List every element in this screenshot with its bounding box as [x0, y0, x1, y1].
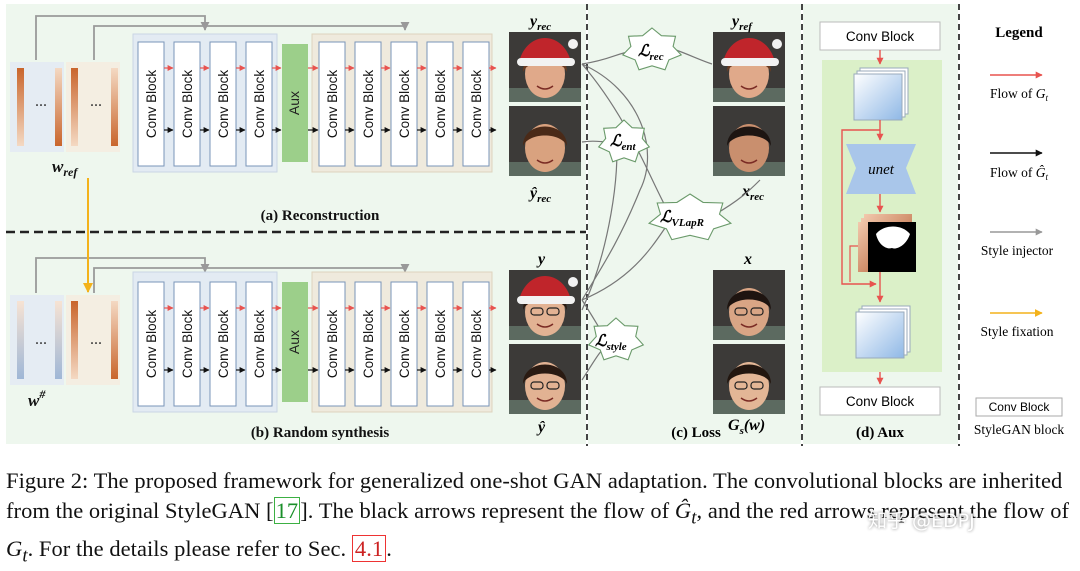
- w-ref-label: wref: [52, 157, 78, 179]
- unet-block: [846, 144, 916, 194]
- conv-block-b-5: [318, 281, 346, 407]
- gs-label: Gs(w): [728, 417, 765, 437]
- conv-block-b-4: [245, 281, 273, 407]
- panel-c-title: (c) Loss: [671, 425, 721, 441]
- face-gs-w: [713, 344, 785, 414]
- legend-red-flow: Flow of Gt: [990, 86, 1049, 103]
- aux-block-b: [282, 282, 308, 402]
- panel-legend-background: [960, 4, 1078, 444]
- loss-style-label: ℒstyle: [595, 333, 627, 353]
- conv-block-a-3: [209, 41, 237, 167]
- aux-block-a: [282, 44, 308, 162]
- conv-block-a-1: [137, 41, 165, 167]
- conv-block-a-5: [318, 41, 346, 167]
- face-y-hat: [509, 344, 581, 414]
- conv-block-b-6: [354, 281, 382, 407]
- loss-style-star: [587, 317, 645, 361]
- face-y-hat-rec: [509, 106, 581, 176]
- y-ref-label: yref: [730, 13, 753, 33]
- loss-vlapr-label: ℒVLapR: [660, 209, 704, 229]
- face-x-rec: [713, 106, 785, 176]
- conv-block-label: Conv Block: [325, 70, 340, 139]
- conv-block-label: Conv Block: [469, 310, 484, 379]
- conv-block-label: Conv Block: [325, 310, 340, 379]
- conv-block-a-2: [173, 41, 201, 167]
- svg-text:unet: unet: [868, 162, 895, 178]
- face-y: [509, 270, 581, 340]
- conv-block-a-6: [354, 41, 382, 167]
- svg-text:...: ...: [35, 93, 47, 110]
- legend-style-fixation: Style fixation: [980, 324, 1053, 339]
- svg-text:...: ...: [90, 93, 102, 110]
- loss-rec-label: ℒrec: [638, 43, 664, 63]
- conv-block-a-7: [390, 41, 418, 167]
- panel-d-title: (d) Aux: [856, 425, 904, 441]
- conv-block-label: Conv Block: [180, 70, 195, 139]
- conv-block-label: Conv Block: [361, 310, 376, 379]
- svg-text:Conv Block: Conv Block: [846, 394, 915, 409]
- conv-block-label: Conv Block: [180, 310, 195, 379]
- conv-block-label: Conv Block: [361, 70, 376, 139]
- face-y-rec: [509, 32, 581, 102]
- conv-block-label: Conv Block: [252, 310, 267, 379]
- synthesis-row: ... ... w# Aux Conv Block Conv Block Conv …: [10, 178, 497, 413]
- conv-block-label: Conv Block: [469, 70, 484, 139]
- conv-block-label: Conv Block: [144, 70, 159, 139]
- x-rec-label: xrec: [741, 183, 764, 203]
- loss-rec-star: [621, 27, 683, 71]
- conv-block-label: Conv Block: [433, 70, 448, 139]
- legend-conv-block: [975, 397, 1063, 417]
- conv-block-label: Conv Block: [216, 70, 231, 139]
- conv-block-a-4: [245, 41, 273, 167]
- w-sharp-label: w#: [28, 387, 46, 410]
- conv-block-label: Conv Block: [433, 310, 448, 379]
- conv-block-b-7: [390, 281, 418, 407]
- panel-b-title: (b) Random synthesis: [251, 425, 390, 441]
- svg-text:Conv Block: Conv Block: [989, 400, 1051, 414]
- conv-block-b-2: [173, 281, 201, 407]
- svg-text:...: ...: [90, 331, 102, 348]
- legend: Legend Flow of Gt Flow of Ĝt Style injec…: [974, 25, 1065, 437]
- svg-text:Conv Block: Conv Block: [846, 29, 915, 44]
- section-link-4-1[interactable]: 4.1: [351, 534, 387, 562]
- y-label: y: [536, 251, 546, 268]
- x-label: x: [743, 251, 752, 268]
- loss-ent-label: ℒent: [610, 133, 637, 153]
- face-x: [713, 270, 785, 340]
- conv-block-b-3: [209, 281, 237, 407]
- svg-text:Aux: Aux: [286, 91, 302, 115]
- conv-block-label: Conv Block: [397, 70, 412, 139]
- legend-title: Legend: [995, 25, 1043, 41]
- face-y-ref: [713, 32, 785, 102]
- svg-text:Aux: Aux: [286, 330, 302, 354]
- conv-block-b-1: [137, 281, 165, 407]
- legend-stylegan-block: StyleGAN block: [974, 422, 1065, 437]
- citation-link-17[interactable]: 17: [273, 497, 301, 524]
- conv-block-b-9: [462, 281, 490, 407]
- legend-black-flow: Flow of Ĝt: [990, 165, 1049, 182]
- legend-style-injector: Style injector: [981, 243, 1054, 258]
- figure-caption: Figure 2: The proposed framework for gen…: [6, 468, 1070, 566]
- aux-panel: Conv Block unet Conv Block: [819, 21, 942, 416]
- conv-block-label: Conv Block: [144, 310, 159, 379]
- conv-block-b-8: [426, 281, 454, 407]
- y-hat-rec-label: ŷrec: [528, 185, 551, 205]
- watermark: 知乎 @EDPJ: [868, 510, 975, 532]
- conv-block-label: Conv Block: [397, 310, 412, 379]
- conv-block-a-8: [426, 41, 454, 167]
- svg-text:...: ...: [35, 331, 47, 348]
- panel-a-title: (a) Reconstruction: [261, 208, 380, 224]
- y-hat-label: ŷ: [536, 419, 546, 436]
- y-rec-label: yrec: [528, 13, 551, 33]
- reconstruction-row: ... ... wref Aux Conv Block Conv Block Con…: [10, 15, 497, 179]
- conv-block-label: Conv Block: [216, 310, 231, 379]
- conv-block-a-9: [462, 41, 490, 167]
- aux-bottom-conv-block: [819, 386, 941, 416]
- loss-vlapr-star: [647, 193, 733, 241]
- conv-block-label: Conv Block: [252, 70, 267, 139]
- loss-ent-star: [597, 119, 651, 163]
